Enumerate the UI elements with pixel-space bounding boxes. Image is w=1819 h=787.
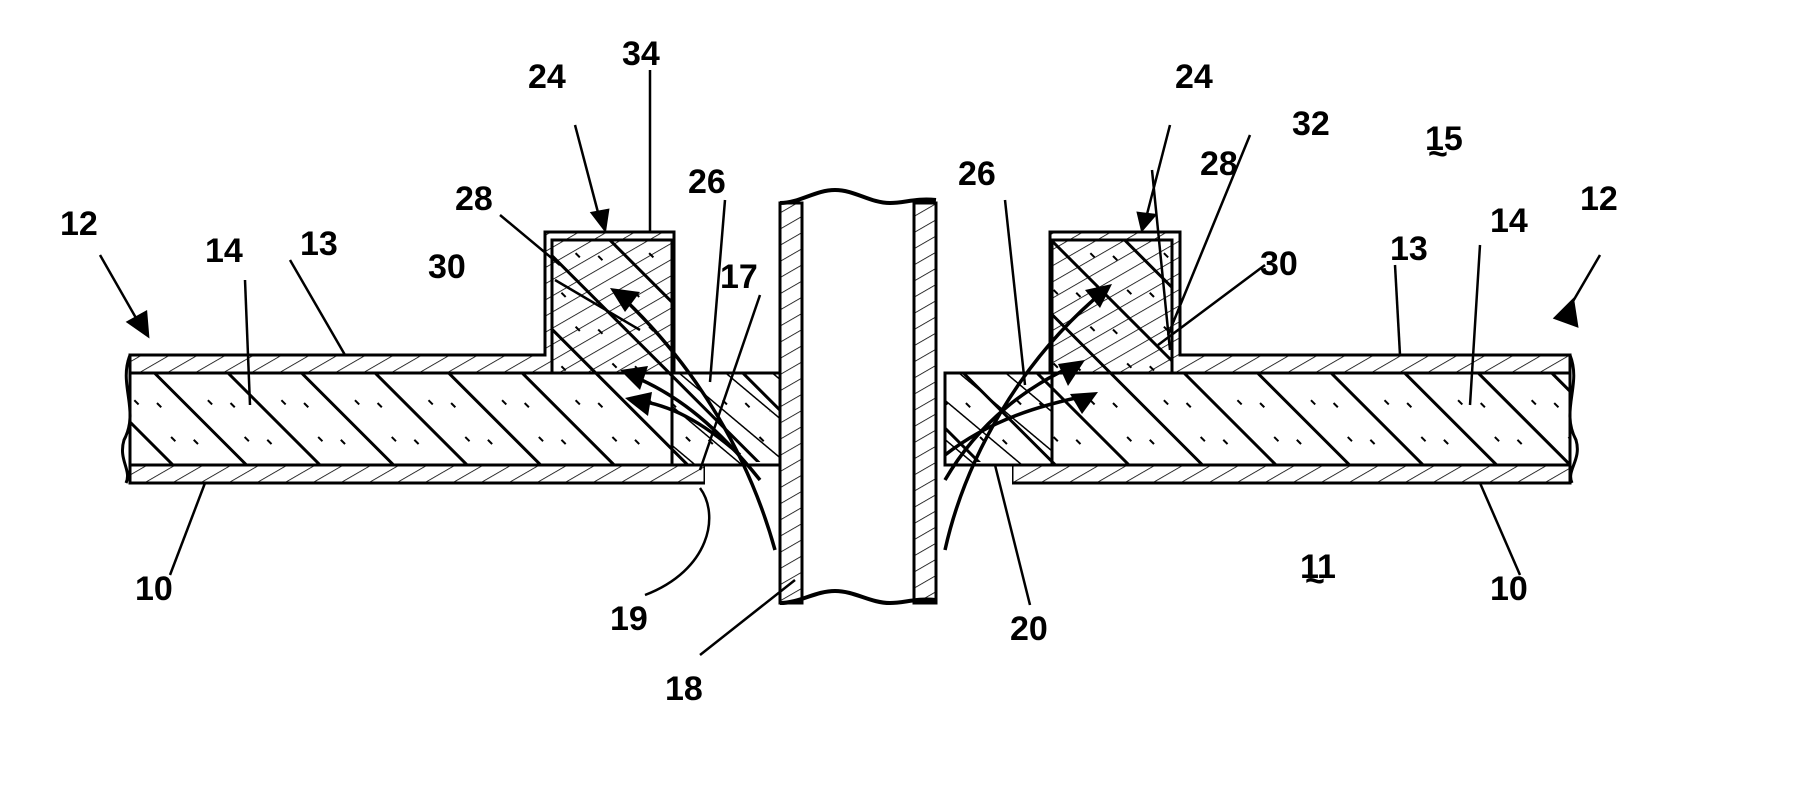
label-13-left: 13 (300, 225, 338, 263)
label-14-left: 14 (205, 232, 243, 270)
label-20: 20 (1010, 610, 1048, 648)
label-12-left: 12 (60, 205, 98, 243)
label-30-left: 30 (428, 248, 466, 286)
label-19: 19 (610, 600, 648, 638)
label-13-right: 13 (1390, 230, 1428, 268)
tube (780, 190, 936, 605)
tilde-15: ~ (1428, 135, 1448, 173)
right-bottom-skin (1012, 465, 1570, 483)
label-34: 34 (622, 35, 660, 73)
label-14-right: 14 (1490, 202, 1528, 240)
label-24-left: 24 (528, 58, 566, 96)
label-26-left: 26 (688, 163, 726, 201)
label-28-right: 28 (1200, 145, 1238, 183)
tube-right-wall (914, 203, 936, 603)
tube-left-wall (780, 203, 802, 603)
label-30-right: 30 (1260, 245, 1298, 283)
label-28-left: 28 (455, 180, 493, 218)
label-18: 18 (665, 670, 703, 708)
label-26-right: 26 (958, 155, 996, 193)
tilde-11: ~ (1305, 562, 1325, 600)
label-12-right: 12 (1580, 180, 1618, 218)
label-17: 17 (720, 258, 758, 296)
left-bottom-skin (130, 465, 705, 483)
label-24-right: 24 (1175, 58, 1213, 96)
label-10-right: 10 (1490, 570, 1528, 608)
label-10-left: 10 (135, 570, 173, 608)
label-32: 32 (1292, 105, 1330, 143)
